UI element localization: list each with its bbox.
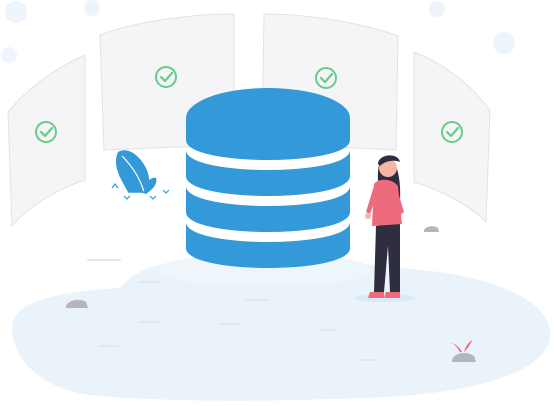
panel-4 [413,51,491,224]
rock-icon [66,299,88,308]
bubble [84,0,100,16]
bubble [493,32,515,54]
bubble [5,1,27,23]
rock-icon [452,352,476,362]
bubble [1,47,17,63]
check-circle-icon [155,66,177,88]
ground-shadow [11,257,551,401]
ground-marks [87,259,379,361]
check-circle-icon [35,121,57,143]
check-circle-icon [441,121,463,143]
plant-icon [450,340,472,352]
check-circle-icon [315,67,337,89]
panel-1 [7,54,86,228]
rock-icon [424,226,439,232]
bubble [429,1,445,17]
plant-icon [111,150,170,200]
person-figure [355,155,415,302]
database-icon [186,88,350,268]
